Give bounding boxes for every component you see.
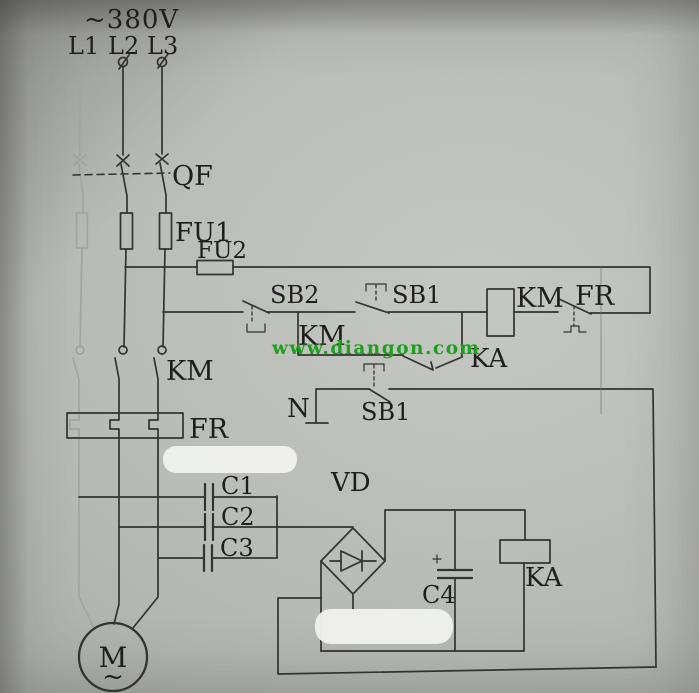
dc-section [277, 509, 657, 675]
diode-icon [340, 550, 363, 572]
label-motor-ac: ~ [102, 662, 124, 692]
bridge-rectifier-diamond [320, 527, 386, 595]
cap-c3-plates [202, 543, 214, 573]
cap-c1-plates [203, 482, 215, 512]
phase-l3-column [132, 53, 173, 629]
label-phase-l1: L1 [68, 32, 99, 60]
branch-contact-blade-left [402, 355, 434, 371]
label-fr-box: FR [189, 414, 229, 445]
label-cap-c3: C3 [220, 534, 254, 562]
phase-l1-column [69, 56, 95, 629]
phase-l2-column [109, 54, 134, 625]
cap-c2-plates [203, 512, 215, 542]
fr-heater-l3 [148, 412, 159, 439]
motor [77, 621, 149, 693]
sb1-bottom-contact-blade [368, 388, 391, 403]
breaker-x-l1 [73, 154, 87, 166]
cap-c4-plates [436, 568, 474, 580]
branch-contact-blade-right [435, 356, 463, 369]
label-fuse-fu1: FU1 [175, 218, 232, 248]
fr-heater-l1 [69, 412, 80, 439]
breaker-x-l3 [155, 153, 169, 165]
fr-contact-blade [558, 298, 592, 315]
label-start-button-sb2: SB2 [270, 281, 319, 309]
label-neutral-n: N [287, 394, 310, 424]
label-stop-button-sb1-top: SB1 [392, 281, 441, 309]
sb2-actuator-bracket [246, 323, 266, 333]
label-ka-contact: KA [470, 344, 508, 374]
label-breaker-qf: QF [172, 161, 213, 192]
right-rail [388, 388, 657, 668]
label-phase-l3: L3 [147, 32, 178, 60]
label-cap-c4: C4 [422, 581, 456, 609]
qf-linkage-dashed [72, 172, 171, 176]
label-fuse-fu2: FU2 [197, 238, 247, 264]
km-contact-terminal-l2 [118, 345, 128, 355]
fr-thermal-symbol [563, 325, 587, 333]
outer-return-loop [277, 597, 657, 675]
sb1-top-actuator-bracket [365, 283, 387, 292]
label-phase-l2: L2 [108, 32, 139, 60]
ka-coil [499, 539, 551, 564]
fu2-rail [124, 259, 651, 314]
label-fr-contact: FR [575, 281, 615, 312]
fuse-fu1-l3 [158, 212, 173, 250]
motor-circle [77, 621, 149, 693]
label-cap-c2: C2 [221, 503, 255, 531]
km-contact-terminal-l3 [157, 345, 167, 355]
bridge-rectifier [320, 527, 386, 615]
fuse-fu1-l1 [75, 212, 89, 249]
sb1-top-contact-blade [355, 301, 390, 314]
sb1-bottom-actuator-bracket [363, 363, 385, 372]
control-row [162, 283, 651, 337]
label-rectifier-vd: VD [330, 468, 371, 498]
breaker-x-l2 [116, 154, 130, 167]
km-coil [486, 288, 515, 337]
fr-heater-box [66, 412, 184, 439]
erased-patch-1 [163, 446, 297, 473]
km-contact-terminal-l1 [75, 345, 85, 355]
label-km-main: KM [166, 356, 214, 387]
label-km-aux: KM [298, 321, 346, 352]
phase-capacitors [78, 482, 354, 573]
label-stop-button-sb1-bottom: SB1 [361, 398, 410, 426]
fuse-fu1-l2 [119, 212, 134, 250]
fr-heater-l2 [109, 412, 120, 439]
label-ka-coil: KA [525, 563, 563, 593]
neutral-row [305, 363, 657, 668]
label-supply-voltage: ~380V [84, 5, 179, 35]
km-aux-ka-branch [297, 311, 463, 371]
sb2-contact-blade [242, 300, 270, 314]
watermark-text: www.diangon.com [271, 338, 481, 359]
erased-patch-2 [315, 609, 453, 644]
label-motor-m: M [99, 641, 128, 674]
label-cap-c1: C1 [221, 472, 255, 500]
label-km-coil: KM [516, 283, 564, 314]
c4-plus-sign [432, 554, 442, 564]
